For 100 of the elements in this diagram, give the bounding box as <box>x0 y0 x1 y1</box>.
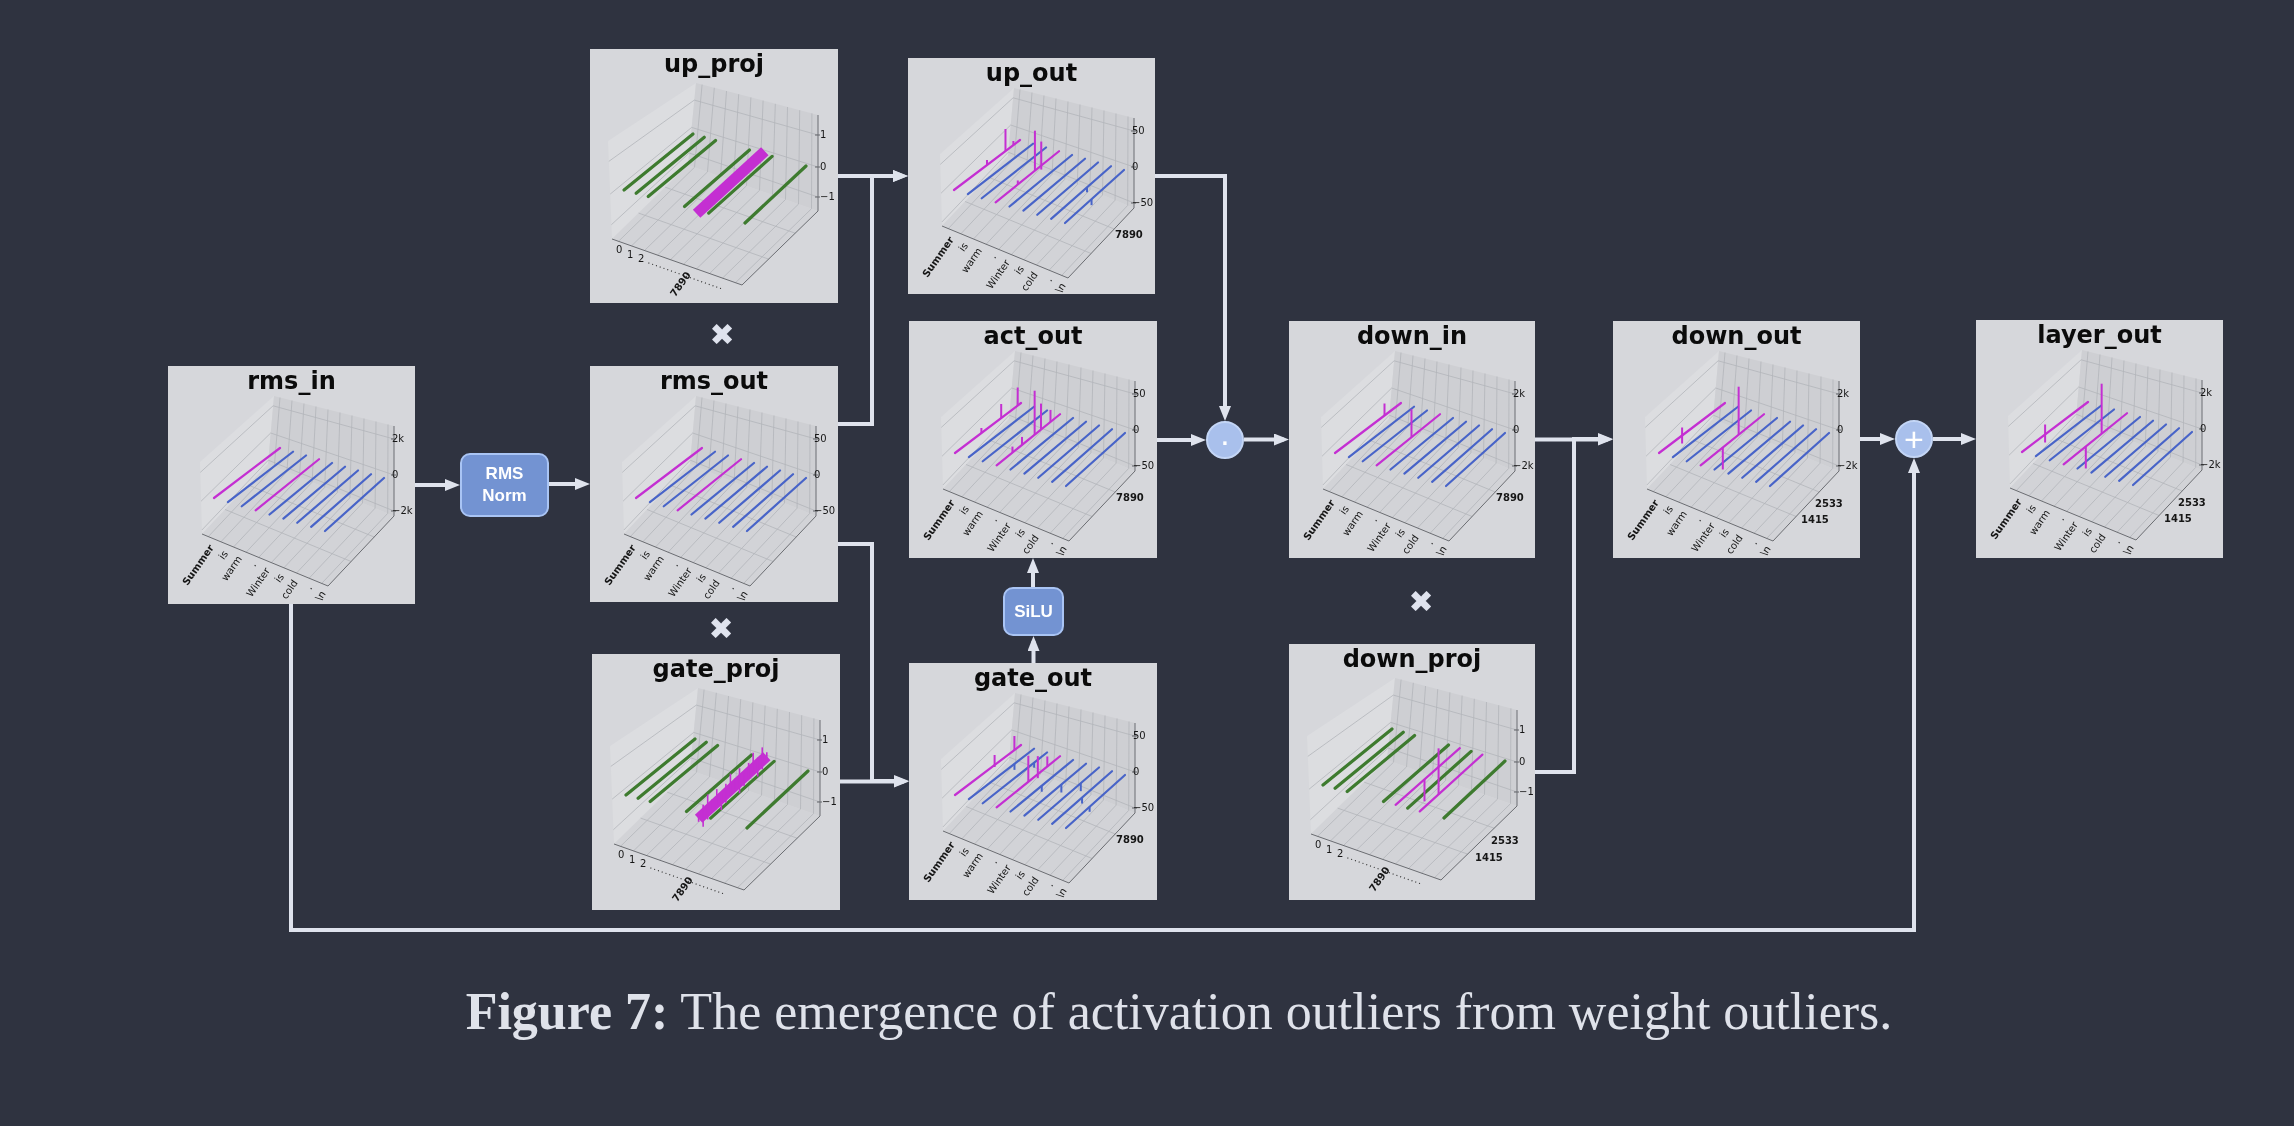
plot-panel <box>908 58 1155 294</box>
panel-title: gate_out <box>973 663 1093 693</box>
panel-title: down_out <box>1671 321 1802 351</box>
token-label: . <box>988 856 1000 866</box>
arrow <box>415 479 460 491</box>
plot-panel <box>168 366 415 604</box>
axis-tick-label: 1415 <box>1475 851 1503 865</box>
arrow <box>1027 558 1039 587</box>
token-label: \n <box>312 588 330 605</box>
box-label: RMS Norm <box>481 463 528 507</box>
token-label: . <box>247 559 259 569</box>
axis-tick-label: −1 <box>1519 785 1534 799</box>
axis-tick-label: 2k <box>392 432 405 446</box>
box-label: SiLU <box>1014 600 1053 623</box>
axis-tick-label: 1415 <box>1801 513 1829 527</box>
token-label: . <box>2110 536 2123 547</box>
token-label: . <box>1043 879 1056 890</box>
axis-tick-label: 0 <box>2200 422 2207 436</box>
axis-tick-label: 7890 <box>1496 491 1524 505</box>
axis-tick-label: 0 <box>1132 160 1139 174</box>
token-label: is <box>1012 525 1028 540</box>
panel-title: up_out <box>985 58 1078 88</box>
axis-tick-label: 0 <box>1133 423 1140 437</box>
arrow <box>1244 433 1289 446</box>
token-label: . <box>724 582 737 593</box>
axis-tick-label: 2k <box>1513 387 1526 401</box>
axis-tick-label: 2533 <box>2178 496 2206 510</box>
token-label: \n <box>734 588 752 605</box>
axis-tick-label: 1 <box>822 733 829 747</box>
process-box <box>1003 587 1064 636</box>
axis-tick-label: 2k <box>1837 387 1850 401</box>
token-label: . <box>1368 514 1380 524</box>
token-label: . <box>1747 537 1760 548</box>
axis-tick-label: −50 <box>1133 801 1155 815</box>
token-label: is <box>1011 262 1027 277</box>
token-label: . <box>987 251 999 261</box>
axis-tick-label: −2k <box>1513 459 1534 473</box>
token-label: \n <box>1053 885 1071 902</box>
axis-tick-label: 0 <box>618 848 625 862</box>
token-label: is <box>1716 525 1732 540</box>
axis-tick-label: 0 <box>1513 423 1520 437</box>
panel-title: rms_out <box>659 366 769 396</box>
panel-title: act_out <box>983 321 1083 351</box>
panel-title: rms_in <box>247 366 336 396</box>
axis-tick-label: 50 <box>1133 729 1146 743</box>
arrow <box>1027 636 1040 663</box>
multiplication-sign: ✖ <box>708 613 734 645</box>
token-label: . <box>2055 513 2067 523</box>
axis-tick-label: 1 <box>627 248 634 262</box>
token-label: \n <box>1757 543 1775 560</box>
arrow <box>1157 434 1206 446</box>
axis-tick-label: 0 <box>1315 838 1322 852</box>
axis-tick-label: 50 <box>814 432 827 446</box>
token-label: \n <box>1052 280 1070 297</box>
axis-tick-label: 0 <box>820 160 827 174</box>
axis-tick-label: −1 <box>822 795 837 809</box>
arrow <box>838 170 908 426</box>
token-label: . <box>988 514 1000 524</box>
axis-tick-label: 2 <box>638 252 645 266</box>
axis-tick-label: 1415 <box>2164 512 2192 526</box>
token-label: . <box>302 582 315 593</box>
operator-symbol: + <box>1904 422 1924 456</box>
token-label: \n <box>1433 543 1451 560</box>
axis-tick-label: 2533 <box>1491 834 1519 848</box>
token-label: is <box>271 570 287 585</box>
multiplication-sign: ✖ <box>709 319 735 351</box>
plot-panel <box>1976 320 2223 558</box>
token-label: . <box>669 559 681 569</box>
multiplication-sign: ✖ <box>1408 586 1434 618</box>
axis-tick-label: 7890 <box>1116 833 1144 847</box>
arrow <box>549 478 590 490</box>
axis-tick-label: −50 <box>1133 459 1155 473</box>
axis-tick-label: 50 <box>1133 387 1146 401</box>
arrow <box>1155 174 1231 421</box>
axis-tick-label: 50 <box>1132 124 1145 138</box>
plot-panel <box>590 49 838 303</box>
token-label: . <box>1042 274 1055 285</box>
axis-tick-label: 1 <box>1326 843 1333 857</box>
axis-tick-label: 2 <box>1337 847 1344 861</box>
axis-tick-label: 2533 <box>1815 497 1843 511</box>
axis-tick-label: −2k <box>2200 458 2221 472</box>
axis-tick-label: 7890 <box>1115 228 1143 242</box>
token-label: is <box>1012 867 1028 882</box>
token-label: . <box>1423 537 1436 548</box>
axis-tick-label: −50 <box>1132 196 1154 210</box>
arrow <box>1933 433 1976 445</box>
axis-tick-label: 7890 <box>1116 491 1144 505</box>
panel-title: layer_out <box>2037 320 2162 350</box>
axis-tick-label: 1 <box>820 128 827 142</box>
axis-tick-label: −50 <box>814 504 836 518</box>
axis-tick-label: 1 <box>629 853 636 867</box>
plot-panel <box>1289 644 1535 900</box>
figure-caption: Figure 7: The emergence of activation outliers from weight outliers. <box>465 982 1893 1042</box>
axis-tick-label: −1 <box>820 190 835 204</box>
plot-panel <box>909 663 1157 900</box>
axis-tick-label: 1 <box>1519 723 1526 737</box>
process-box <box>460 453 549 517</box>
plot-panel <box>590 366 838 602</box>
token-label: is <box>693 570 709 585</box>
plot-panel <box>1289 321 1535 558</box>
